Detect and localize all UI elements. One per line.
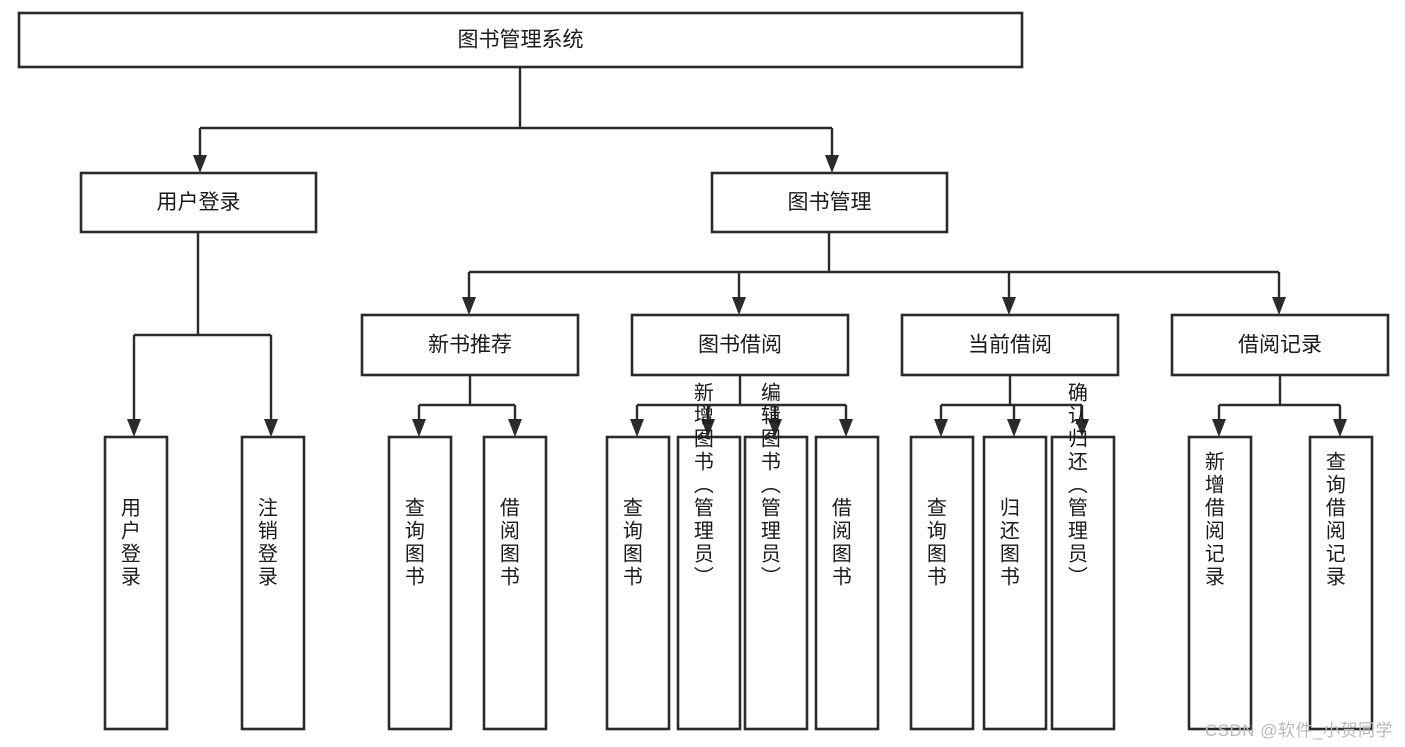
node-leaf-query-book-1-label: 查询图书 <box>401 497 424 589</box>
node-leaf-logout-label: 注销登录 <box>254 497 277 589</box>
node-leaf-user-login-box[interactable] <box>103 435 169 731</box>
node-leaf-edit-book-box[interactable] <box>743 435 809 731</box>
node-leaf-query-book-1-box[interactable] <box>387 435 453 731</box>
node-current-borrow-box[interactable] <box>900 313 1120 377</box>
node-leaf-confirm-return-box[interactable] <box>1050 435 1116 731</box>
node-book-borrow-label: 图书借阅 <box>698 334 782 357</box>
node-new-book-recommend-label: 新书推荐 <box>428 334 512 357</box>
node-layer: 图书管理系统用户登录图书管理新书推荐图书借阅当前借阅借阅记录用户登录注销登录查询… <box>17 11 1390 731</box>
node-current-borrow-label: 当前借阅 <box>968 334 1052 357</box>
node-leaf-confirm-return-label: 确认归还（管理员） <box>1064 382 1087 589</box>
node-leaf-confirm-return[interactable]: 确认归还（管理员） <box>1050 382 1116 731</box>
node-leaf-query-book-2-box[interactable] <box>605 435 671 731</box>
node-system-title-label: 图书管理系统 <box>458 29 584 52</box>
node-book-management-box[interactable] <box>710 171 949 234</box>
node-leaf-edit-book[interactable]: 编辑图书（管理员） <box>743 382 809 731</box>
node-leaf-logout[interactable]: 注销登录 <box>240 435 306 731</box>
node-leaf-return-book-label: 归还图书 <box>996 497 1019 589</box>
node-book-management-label: 图书管理 <box>788 191 872 214</box>
node-leaf-add-book-box[interactable] <box>676 435 742 731</box>
node-borrow-record-label: 借阅记录 <box>1238 334 1322 357</box>
node-system-title[interactable]: 图书管理系统 <box>17 11 1024 69</box>
node-new-book-recommend[interactable]: 新书推荐 <box>360 313 580 377</box>
node-new-book-recommend-box[interactable] <box>360 313 580 377</box>
node-leaf-return-book-box[interactable] <box>982 435 1048 731</box>
node-user-login-label: 用户登录 <box>157 191 241 214</box>
node-leaf-borrow-book-1-box[interactable] <box>482 435 548 731</box>
node-leaf-borrow-book-1-label: 借阅图书 <box>496 497 519 589</box>
node-leaf-query-book-3[interactable]: 查询图书 <box>909 435 975 731</box>
node-leaf-borrow-book-1[interactable]: 借阅图书 <box>482 435 548 731</box>
node-leaf-query-book-3-box[interactable] <box>909 435 975 731</box>
node-leaf-logout-box[interactable] <box>240 435 306 731</box>
node-system-title-box[interactable] <box>17 11 1024 69</box>
node-leaf-return-book[interactable]: 归还图书 <box>982 435 1048 731</box>
node-leaf-add-record-label: 新增借阅记录 <box>1201 451 1224 589</box>
node-leaf-query-record-label: 查询借阅记录 <box>1322 451 1345 589</box>
node-leaf-add-record-box[interactable] <box>1187 435 1253 731</box>
connector-layer <box>127 67 1347 437</box>
node-leaf-query-book-1[interactable]: 查询图书 <box>387 435 453 731</box>
node-book-borrow-box[interactable] <box>630 313 850 377</box>
node-leaf-query-book-2[interactable]: 查询图书 <box>605 435 671 731</box>
node-leaf-query-record-box[interactable] <box>1308 435 1374 731</box>
node-leaf-borrow-book-2-label: 借阅图书 <box>828 497 851 589</box>
node-borrow-record[interactable]: 借阅记录 <box>1170 313 1390 377</box>
node-borrow-record-box[interactable] <box>1170 313 1390 377</box>
node-leaf-user-login[interactable]: 用户登录 <box>103 435 169 731</box>
node-book-borrow[interactable]: 图书借阅 <box>630 313 850 377</box>
node-leaf-user-login-label: 用户登录 <box>117 497 140 589</box>
node-leaf-query-record[interactable]: 查询借阅记录 <box>1308 435 1374 731</box>
node-user-login-box[interactable] <box>79 171 318 234</box>
node-leaf-add-record[interactable]: 新增借阅记录 <box>1187 435 1253 731</box>
node-leaf-borrow-book-2-box[interactable] <box>814 435 880 731</box>
node-leaf-borrow-book-2[interactable]: 借阅图书 <box>814 435 880 731</box>
node-leaf-add-book-label: 新增图书（管理员） <box>690 382 713 589</box>
node-leaf-query-book-3-label: 查询图书 <box>923 497 946 589</box>
node-book-management[interactable]: 图书管理 <box>710 171 949 234</box>
node-leaf-add-book[interactable]: 新增图书（管理员） <box>676 382 742 731</box>
watermark-label: CSDN @软件_小贺同学 <box>1204 721 1393 740</box>
node-leaf-edit-book-label: 编辑图书（管理员） <box>757 382 780 589</box>
node-current-borrow[interactable]: 当前借阅 <box>900 313 1120 377</box>
node-user-login[interactable]: 用户登录 <box>79 171 318 234</box>
node-leaf-query-book-2-label: 查询图书 <box>619 497 642 589</box>
